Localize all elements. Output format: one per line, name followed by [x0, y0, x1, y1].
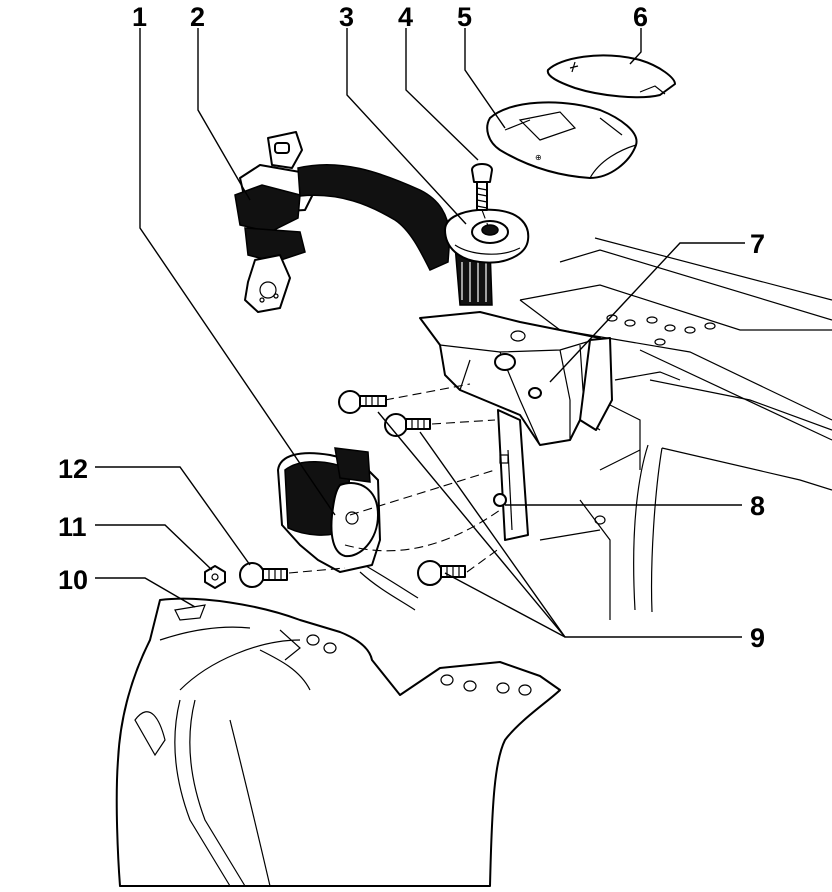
leader-lines	[95, 28, 745, 638]
belt-retractor	[277, 447, 419, 611]
callout-5: 5	[457, 2, 472, 32]
callout-3: 3	[339, 2, 354, 32]
callout-12: 12	[58, 454, 88, 484]
assembly-dashed-lines	[288, 209, 501, 574]
callout-2: 2	[190, 2, 205, 32]
body-panel	[519, 237, 832, 620]
bolt-9-middle	[384, 413, 431, 437]
callout-labels: 1 2 3 4 5 6 7 8 9 10 11 12	[58, 2, 765, 653]
belt-end-fitting	[234, 131, 316, 313]
mounting-bracket	[419, 311, 613, 541]
callout-1: 1	[132, 2, 147, 32]
callout-11: 11	[58, 512, 87, 542]
belt-guide-adjuster	[444, 208, 530, 264]
bolt-upper	[471, 163, 493, 211]
callout-4: 4	[398, 2, 413, 32]
trim-cover-lower: ⊕	[486, 101, 638, 179]
callout-10: 10	[58, 565, 88, 595]
cover-mark: ⊕	[535, 153, 542, 162]
bolt-12	[239, 562, 288, 588]
bolt-9-upper	[338, 390, 387, 414]
trim-cap-upper	[546, 54, 676, 99]
side-trim-panel	[115, 597, 561, 887]
callout-9: 9	[750, 623, 765, 653]
callout-7: 7	[750, 229, 765, 259]
bolt-9-lower	[417, 560, 466, 586]
callout-8: 8	[750, 491, 765, 521]
nut-11	[204, 565, 226, 589]
callout-6: 6	[633, 2, 648, 32]
